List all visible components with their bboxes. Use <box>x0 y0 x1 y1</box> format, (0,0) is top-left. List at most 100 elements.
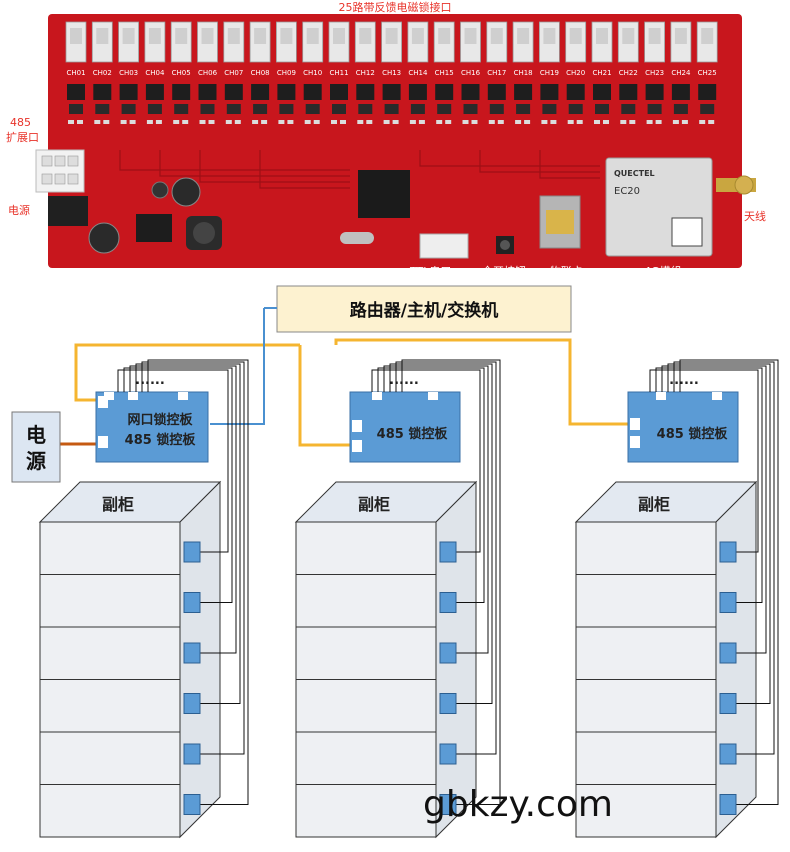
smd-resistor <box>366 120 373 124</box>
lock-module <box>439 743 457 765</box>
channel-label: CH13 <box>382 69 401 77</box>
expansion-label-1: 485 <box>10 116 31 129</box>
lock-module <box>719 541 737 563</box>
board-port <box>712 392 722 400</box>
cabinet-door <box>575 626 717 680</box>
relay-mosfet <box>93 84 112 100</box>
cabinet-label: 副柜 <box>358 495 390 514</box>
smd-resistor <box>103 120 110 124</box>
smd-part <box>568 104 583 114</box>
connector-socket <box>148 28 161 44</box>
board-port <box>98 396 108 408</box>
smd-resistor <box>576 120 583 124</box>
connector-socket <box>333 28 345 44</box>
cabinet-door <box>39 626 181 680</box>
connector-socket <box>569 28 582 44</box>
board-3-dots: ...... <box>669 373 699 388</box>
smd-resistor <box>497 120 504 124</box>
channel-label: CH08 <box>251 69 270 77</box>
channel-label: CH03 <box>119 69 138 77</box>
connector-socket <box>438 28 451 44</box>
smd-resistor <box>287 120 294 124</box>
crystal <box>340 232 374 244</box>
smd-part <box>489 104 504 114</box>
ttl-label: TTL串口 <box>409 265 451 278</box>
smd-part <box>358 104 373 114</box>
smd-part <box>437 104 452 114</box>
connector-socket <box>70 28 82 44</box>
connector-socket <box>648 28 661 44</box>
channel-label: CH18 <box>514 69 533 77</box>
watermark: gbkzy.com <box>423 784 613 825</box>
relay-mosfet <box>303 84 322 100</box>
connector-socket <box>306 28 319 44</box>
channel-label: CH11 <box>329 69 348 77</box>
smd-resistor <box>524 120 531 124</box>
smd-resistor <box>418 120 425 124</box>
smd-resistor <box>278 120 285 124</box>
smd-part <box>410 104 425 114</box>
lock-module <box>183 693 201 714</box>
channel-label: CH16 <box>461 69 481 77</box>
relay-mosfet <box>671 84 690 100</box>
smd-resistor <box>550 120 557 124</box>
smd-part <box>463 104 478 114</box>
smd-part <box>69 104 83 114</box>
smd-resistor <box>409 120 416 124</box>
board-3-label: 485 锁控板 <box>657 426 729 442</box>
smd-part <box>384 104 399 114</box>
cabinet-door <box>575 521 717 575</box>
connector-socket <box>464 28 477 44</box>
board-port <box>630 418 640 430</box>
sim-label: 物联卡 <box>550 264 583 278</box>
relay-mosfet <box>356 84 375 100</box>
smd-resistor <box>261 120 268 124</box>
pcb-title: 25路带反馈电磁锁接口 <box>339 0 452 14</box>
orange-wire-left <box>74 343 300 402</box>
lock-module <box>183 592 201 613</box>
module-brand: QUECTEL <box>614 169 655 178</box>
board-1-label-2: 485 锁控板 <box>125 432 197 448</box>
module-label: 4G模组 <box>644 264 682 278</box>
relay-mosfet <box>540 84 559 100</box>
cabinet-door <box>295 521 437 575</box>
connector-socket <box>517 28 530 44</box>
channel-label: CH25 <box>698 69 717 77</box>
orange-wire-right <box>334 338 630 426</box>
channel-label: CH24 <box>671 69 691 77</box>
lock-module <box>719 592 737 613</box>
board-2-dots: ...... <box>389 373 419 388</box>
channel-label: CH04 <box>145 69 165 77</box>
lock-module <box>439 592 457 613</box>
channel-label: CH05 <box>172 69 191 77</box>
channel-label: CH21 <box>592 69 611 77</box>
open-all-label: 全开按钮 <box>482 264 526 278</box>
smd-resistor <box>488 120 495 124</box>
board-2-label: 485 锁控板 <box>377 426 449 442</box>
pcb-traces <box>119 150 600 189</box>
inductor-core <box>193 222 215 244</box>
channel-label: CH19 <box>540 69 559 77</box>
board-1-dots: ...... <box>135 373 165 388</box>
smd-part <box>700 104 715 114</box>
connector-socket <box>701 28 714 44</box>
smd-part <box>621 104 636 114</box>
channel-label: CH01 <box>66 69 85 77</box>
channel-label: CH07 <box>224 69 243 77</box>
cabinet-label: 副柜 <box>102 495 134 514</box>
mcu-chip <box>358 170 410 218</box>
smd-resistor <box>445 120 452 124</box>
relay-mosfet <box>435 84 454 100</box>
smd-resistor <box>603 120 609 124</box>
connector-socket <box>96 28 109 44</box>
channel-label: CH17 <box>487 69 506 77</box>
expansion-pins <box>41 155 79 185</box>
connector-socket <box>175 28 188 44</box>
smd-resistor <box>94 120 101 124</box>
lock-module <box>719 642 737 664</box>
smd-part <box>200 104 215 114</box>
smd-resistor <box>199 120 206 124</box>
smd-resistor <box>620 120 627 124</box>
